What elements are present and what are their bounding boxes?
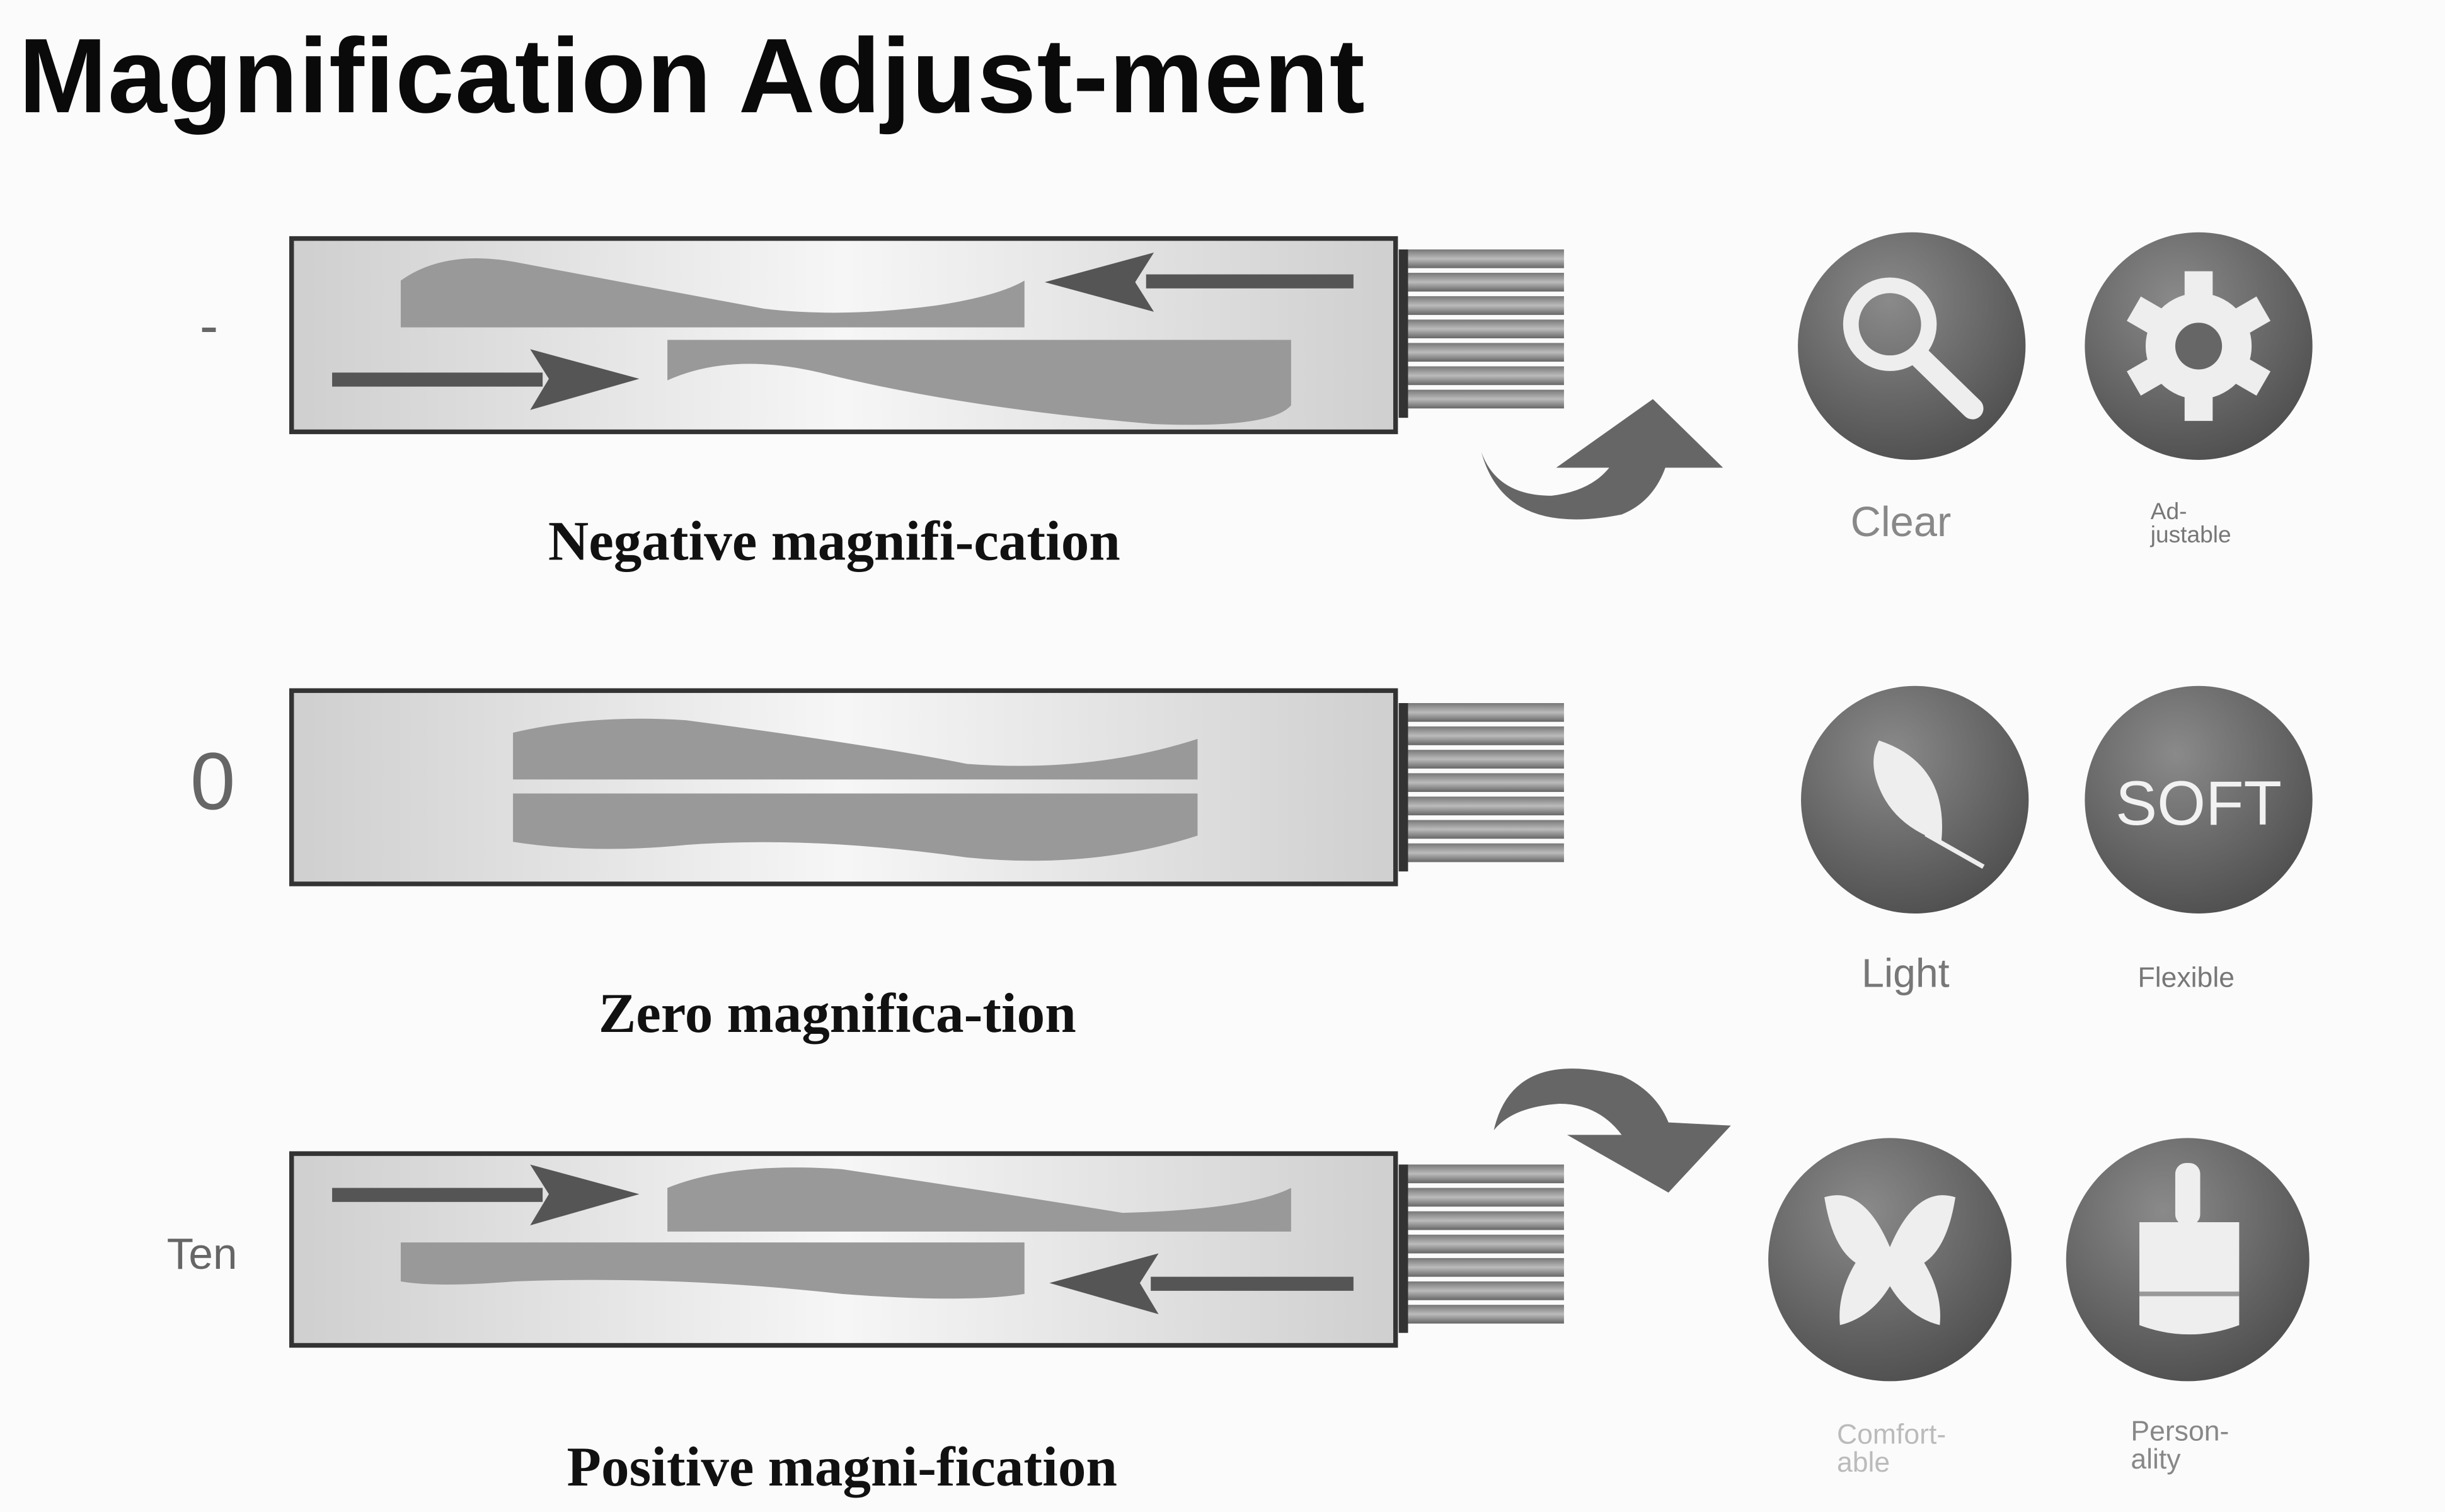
caption-positive: Positive magni-fication	[567, 1436, 1117, 1498]
side-label-zero: 0	[190, 737, 236, 828]
lens-shape	[513, 793, 1198, 861]
label-line: Comfort-	[1836, 1418, 1947, 1450]
butterfly-icon	[1768, 1138, 2012, 1382]
tube-positive	[289, 1151, 1564, 1348]
feather-icon	[1801, 685, 2029, 914]
knob	[1398, 249, 1564, 418]
feature-label-personality: Person- ality	[2131, 1417, 2229, 1473]
side-label-positive: Ten	[166, 1230, 238, 1279]
magnifier-icon	[1798, 232, 2026, 460]
arrow-left-icon	[1044, 252, 1354, 312]
lens-shape	[513, 718, 1198, 780]
lens-shape	[667, 340, 1291, 425]
soft-text-icon	[2085, 685, 2313, 914]
caption-zero: Zero magnifica-tion	[598, 982, 1076, 1045]
curved-arrow-up-icon	[1481, 399, 1723, 520]
tube-negative	[289, 236, 1564, 435]
arrow-right-icon	[332, 1164, 640, 1225]
knob	[1398, 1164, 1564, 1333]
arrow-left-icon	[1049, 1253, 1354, 1315]
gear-icon	[2085, 232, 2313, 460]
paintbrush-icon	[2066, 1138, 2310, 1382]
label-line: Ad-	[2150, 498, 2187, 525]
side-label-negative: -	[199, 293, 219, 357]
label-line: justable	[2150, 522, 2231, 549]
feature-label-adjustable: Ad- justable	[2151, 500, 2231, 547]
feature-label-light: Light	[1861, 949, 1950, 997]
feature-label-flexible: Flexible	[2137, 961, 2235, 994]
lens-shape	[400, 258, 1025, 328]
label-line: Person-	[2131, 1415, 2229, 1447]
feature-label-comfortable: Comfort- able	[1837, 1420, 1946, 1476]
caption-negative: Negative magnifi-cation	[548, 510, 1120, 573]
arrow-right-icon	[332, 349, 640, 410]
tube-zero	[289, 688, 1564, 886]
knob	[1398, 702, 1564, 872]
lens-shape	[667, 1167, 1291, 1232]
label-line: able	[1836, 1446, 1890, 1478]
lens-shape	[400, 1242, 1025, 1299]
curved-arrow-down-icon	[1493, 1068, 1731, 1193]
feature-label-clear: Clear	[1850, 498, 1952, 546]
soft-icon-text: SOFT	[2115, 770, 2282, 839]
page-title: Magnification Adjust-ment	[18, 17, 1366, 136]
label-line: ality	[2131, 1443, 2181, 1475]
